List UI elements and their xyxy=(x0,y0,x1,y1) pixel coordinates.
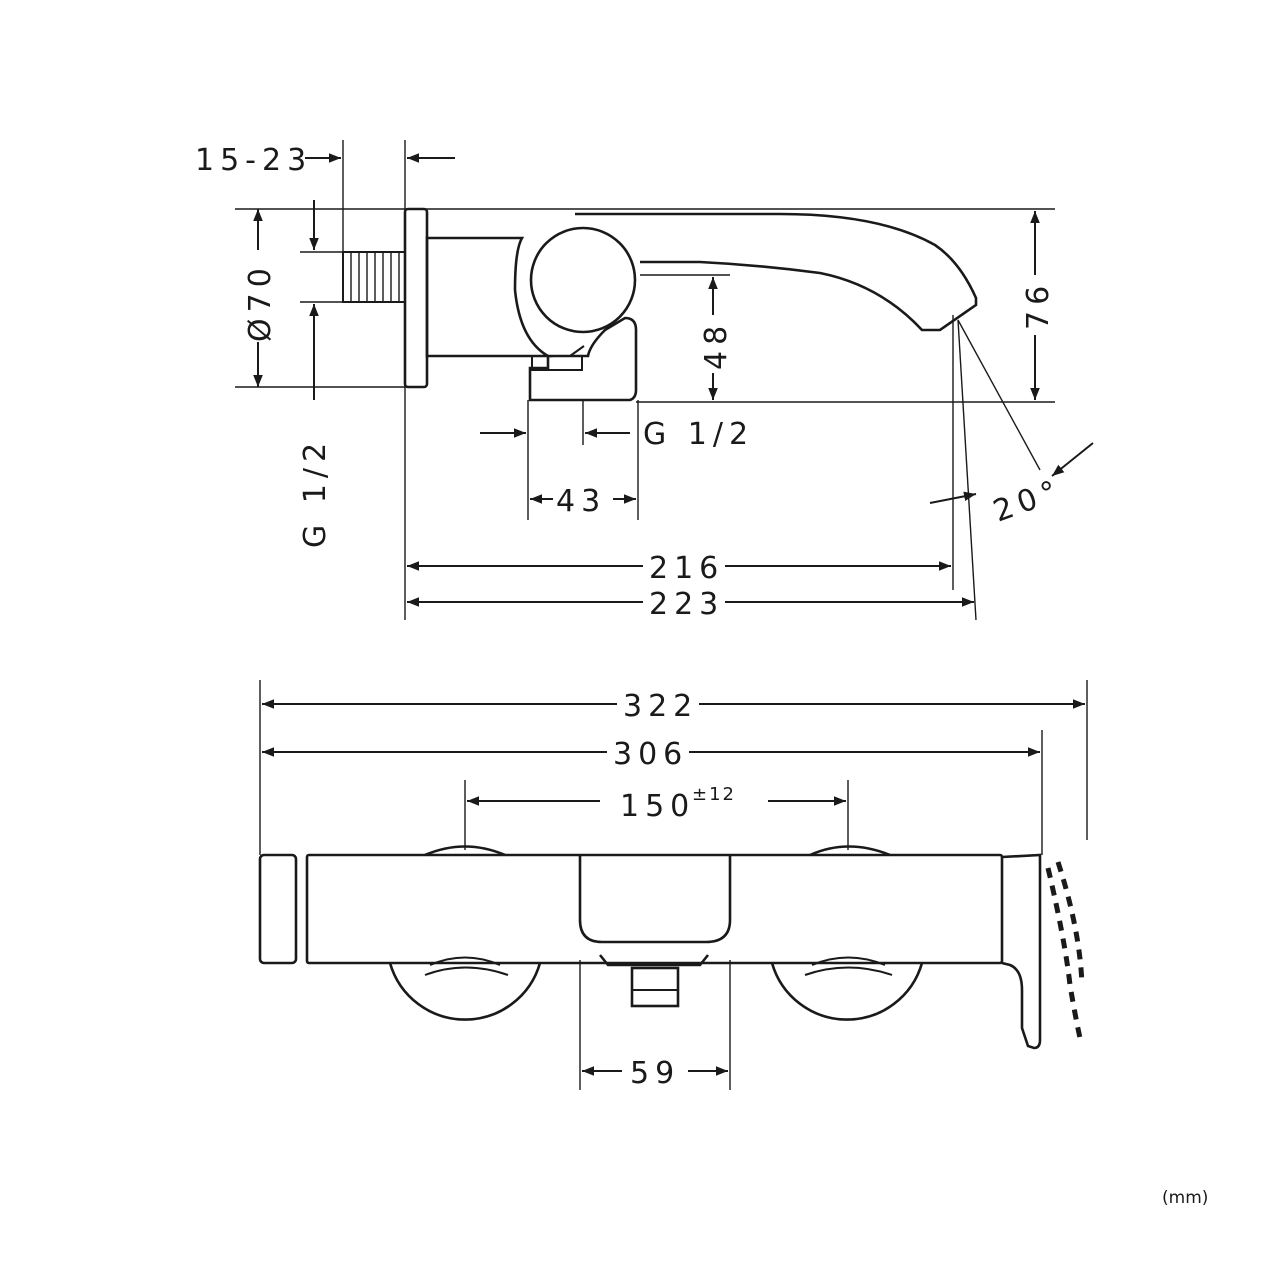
dim-overall-width: 322 xyxy=(623,689,698,724)
water-jet xyxy=(1045,867,1083,1039)
top-view: 322 306 150 ±12 59 xyxy=(258,680,1088,1091)
connector-cap-right xyxy=(809,845,891,857)
wall-rosette xyxy=(403,207,429,389)
dim-inlet-thread: G 1/2 xyxy=(298,437,333,548)
dim-body-width: 306 xyxy=(613,737,688,772)
dim-outlet-thread: G 1/2 xyxy=(643,417,754,452)
side-view: 15-23 Ø70 G 1/2 76 48 G 1/2 43 20° 216 xyxy=(195,140,1094,622)
wall-connector-thread xyxy=(342,251,406,303)
dim-projection-outer: 223 xyxy=(649,587,724,622)
dim-centers-tolerance: ±12 xyxy=(692,784,736,805)
dim-projection-inner: 216 xyxy=(649,551,724,586)
left-knob xyxy=(258,853,298,965)
outlet-housing xyxy=(528,316,638,402)
lever-handle xyxy=(575,212,978,332)
dim-outlet-width: 43 xyxy=(556,484,606,519)
mixer-body xyxy=(425,236,553,358)
dim-centers: 150 xyxy=(620,789,695,824)
outlet-nut xyxy=(531,355,583,371)
dim-outlet-spacing: 59 xyxy=(630,1056,680,1091)
lever-top xyxy=(1001,853,1042,1050)
rosette-right xyxy=(770,962,924,1021)
outlet-connector xyxy=(630,966,680,1008)
dim-height: 76 xyxy=(1021,280,1056,330)
dim-rosette-diameter: Ø70 xyxy=(243,262,278,342)
dim-spout-angle: 20° xyxy=(989,472,1068,529)
outlet-flange xyxy=(598,954,710,967)
dim-outlet-height: 48 xyxy=(699,320,734,370)
mixer-knob xyxy=(529,226,637,334)
dim-wall-depth: 15-23 xyxy=(195,143,312,178)
rosette-left xyxy=(388,962,542,1021)
mixer-body-top xyxy=(305,853,1004,965)
units-label: (mm) xyxy=(1162,1188,1209,1208)
center-outlet xyxy=(578,855,732,944)
connector-cap-left xyxy=(424,845,506,857)
